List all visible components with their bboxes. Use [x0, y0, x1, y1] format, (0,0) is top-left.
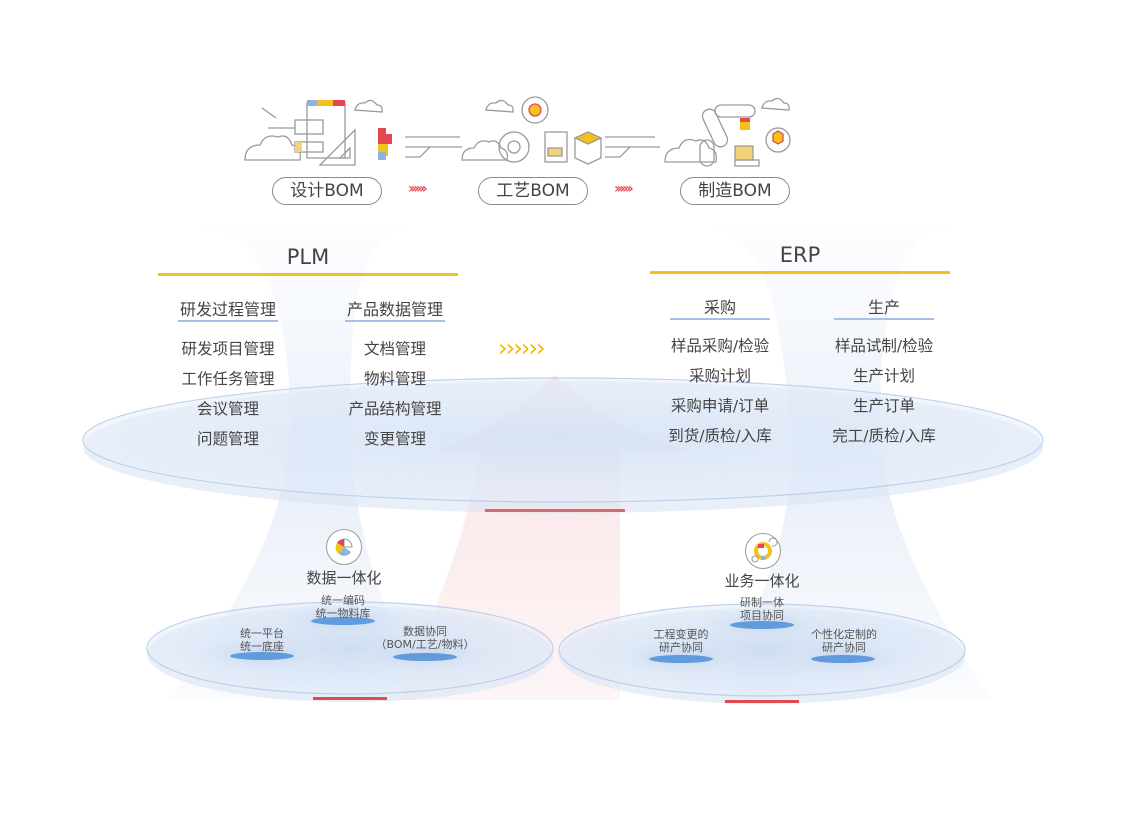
pie-chart-icon [326, 529, 362, 565]
bom-stage-label: 制造BOM [698, 181, 772, 201]
node-line: 统一物料库 [315, 607, 371, 620]
erp-item: 到货/质检/入库 [668, 427, 772, 445]
foundation-node: 统一编码 统一物料库 [293, 594, 393, 620]
bom-stage-label: 设计BOM [290, 181, 364, 201]
node-line: 统一平台 [240, 627, 284, 640]
erp-item: 样品试制/检验 [834, 337, 934, 355]
erp-title: ERP [779, 243, 821, 267]
erp-item: 生产计划 [852, 367, 915, 385]
node-line: 研产协同 [659, 641, 703, 654]
plm-item: 变更管理 [363, 430, 426, 448]
plm-column-heading: 研发过程管理 [179, 300, 276, 319]
erp-column-heading: 采购 [703, 298, 736, 317]
flow-arrows-1: ›››››› [408, 181, 428, 197]
erp-item: 样品采购/检验 [670, 337, 770, 355]
plm-underline [158, 273, 458, 276]
node-line: （BOM/工艺/物料） [375, 638, 475, 651]
plm-column-heading: 产品数据管理 [346, 300, 443, 319]
plm-item: 文档管理 [363, 340, 426, 358]
column-heading-underline [670, 318, 770, 320]
erp-item: 完工/质检/入库 [832, 427, 936, 445]
erp-column-heading: 生产 [867, 298, 900, 317]
foundation-node: 工程变更的 研产协同 [631, 628, 731, 654]
plm-item: 物料管理 [363, 370, 426, 388]
flow-arrows-2: ›››››› [614, 181, 634, 197]
node-line: 个性化定制的 [811, 628, 877, 641]
node-line: 统一底座 [240, 640, 284, 653]
column-heading-underline [834, 318, 934, 320]
node-line: 研产协同 [822, 641, 866, 654]
node-line: 统一编码 [321, 594, 365, 607]
bom-stage-manufacturing: 制造BOM [680, 177, 790, 205]
bom-stage-process: 工艺BOM [478, 177, 588, 205]
right-disc [558, 603, 966, 697]
erp-item: 生产订单 [852, 397, 915, 415]
erp-item: 采购计划 [688, 367, 751, 385]
bom-stage-label: 工艺BOM [496, 181, 570, 201]
left-disc [146, 601, 554, 695]
erp-underline [650, 271, 950, 274]
transfer-chevrons: ›››››› [498, 334, 546, 362]
plm-item: 会议管理 [196, 400, 259, 418]
foundation-node: 统一平台 统一底座 [212, 627, 312, 653]
business-integration-title: 业务一体化 [724, 572, 800, 590]
node-line: 研制一体 [740, 596, 784, 609]
plm-item: 产品结构管理 [348, 400, 442, 418]
erp-item: 采购申请/订单 [670, 397, 770, 415]
plm-item: 研发项目管理 [181, 340, 275, 358]
main-disc [82, 377, 1044, 503]
data-integration-title: 数据一体化 [306, 569, 382, 587]
bom-illustration [244, 96, 791, 167]
plm-item: 问题管理 [196, 430, 259, 448]
gear-wrench-icon [745, 533, 781, 569]
plm-title: PLM [286, 245, 330, 269]
foundation-node: 研制一体 项目协同 [712, 596, 812, 622]
foundation-node: 个性化定制的 研产协同 [789, 628, 899, 654]
node-line: 数据协同 [403, 625, 447, 638]
bom-stage-design: 设计BOM [272, 177, 382, 205]
node-line: 项目协同 [740, 609, 784, 622]
node-line: 工程变更的 [653, 628, 709, 641]
column-heading-underline [345, 320, 445, 322]
column-heading-underline [178, 320, 278, 322]
plm-item: 工作任务管理 [181, 370, 275, 388]
foundation-node: 数据协同 （BOM/工艺/物料） [365, 625, 485, 651]
main-disc-red-mark [485, 509, 625, 512]
